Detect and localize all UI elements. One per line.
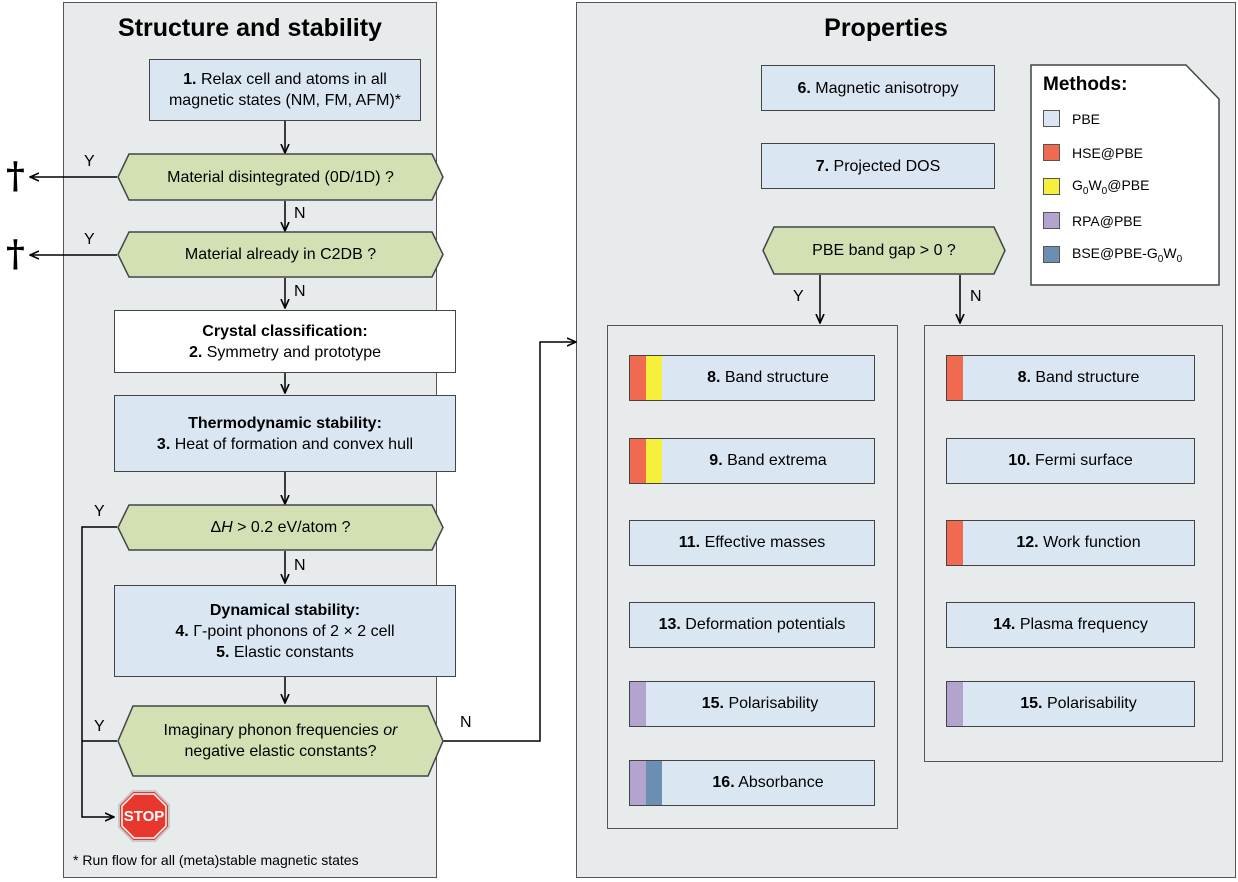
step-4-5-dynamical-stability: Dynamical stability: 4. Γ-point phonons … [114,585,456,677]
gap-prop-deformation-potentials: 13. Deformation potentials [629,602,875,648]
no-label-q1: N [294,205,306,222]
legend-item-bse: BSE@PBE-G0W0 [1043,245,1182,265]
methods-legend: Methods: PBE HSE@PBE G0W0@PBE RPA@PBE BS… [1030,64,1220,286]
metal-prop-polarisability: 15. Polarisability [946,681,1195,727]
decision-disintegrated: Material disintegrated (0D/1D) ? [117,153,444,201]
metal-prop-plasma-frequency: 14. Plasma frequency [946,602,1195,648]
step-3-thermodynamic-stability: Thermodynamic stability: 3. Heat of form… [114,395,456,472]
gap-prop-band-extrema: 9. Band extrema [629,438,875,484]
no-label-q4: N [460,714,472,731]
no-label-q5: N [970,288,982,305]
legend-swatch-pbe [1043,110,1060,127]
gap-prop-effective-masses: 11. Effective masses [629,520,875,566]
legend-item-g0w0: G0W0@PBE [1043,177,1149,197]
stop-sign-label: STOP [123,807,165,825]
gap-prop-polarisability: 15. Polarisability [629,681,875,727]
properties-title: Properties [824,14,948,42]
gap-prop-band-structure: 8. Band structure [629,355,875,401]
step-6-magnetic-anisotropy: 6. Magnetic anisotropy [761,65,995,111]
yes-label-q1: Y [84,153,95,170]
footnote: * Run flow for all (meta)stable magnetic… [73,852,359,868]
method-strip-hse [947,356,963,400]
method-strip-hse [630,439,646,483]
stop-sign-icon: STOP [118,790,170,842]
decision-heat-of-formation: ΔH > 0.2 eV/atom ? [117,504,444,551]
decision-imaginary-phonons: Imaginary phonon frequencies or negative… [117,705,444,777]
legend-swatch-rpa [1043,212,1060,229]
method-strip-g0w0 [646,439,662,483]
legend-item-rpa: RPA@PBE [1043,212,1142,229]
legend-item-hse: HSE@PBE [1043,144,1143,161]
legend-swatch-hse [1043,144,1060,161]
method-strip-hse [947,521,963,565]
yes-label-q4: Y [94,718,105,735]
no-label-q2: N [294,283,306,300]
legend-swatch-g0w0 [1043,178,1060,196]
gap-prop-absorbance: 16. Absorbance [629,760,875,806]
metal-prop-fermi-surface: 10. Fermi surface [946,438,1195,484]
method-strip-rpa [947,682,963,726]
method-strip-g0w0 [646,356,662,400]
gap-properties-panel [607,325,898,829]
no-label-q3: N [294,557,306,574]
legend-title: Methods: [1043,74,1128,95]
step-1-relax-box: 1. Relax cell and atoms in all magnetic … [149,59,421,121]
method-strip-rpa [630,682,646,726]
structure-stability-title: Structure and stability [118,14,382,42]
legend-swatch-bse [1043,246,1060,264]
metal-prop-work-function: 12. Work function [946,520,1195,566]
yes-label-q3: Y [94,503,105,520]
metal-prop-band-structure: 8. Band structure [946,355,1195,401]
yes-label-q5: Y [793,288,804,305]
decision-in-c2db: Material already in C2DB ? [117,231,444,278]
method-strip-hse [630,356,646,400]
yes-label-q2: Y [84,231,95,248]
step-7-projected-dos: 7. Projected DOS [761,143,995,189]
dagger-icon-discard-1: † [6,155,25,197]
dagger-icon-discard-2: † [6,233,25,275]
method-strip-rpa [630,761,646,805]
legend-item-pbe: PBE [1043,110,1100,127]
method-strip-bse [646,761,662,805]
step-2-crystal-classification: Crystal classification: 2. Symmetry and … [114,310,456,373]
decision-band-gap: PBE band gap > 0 ? [762,226,1006,275]
